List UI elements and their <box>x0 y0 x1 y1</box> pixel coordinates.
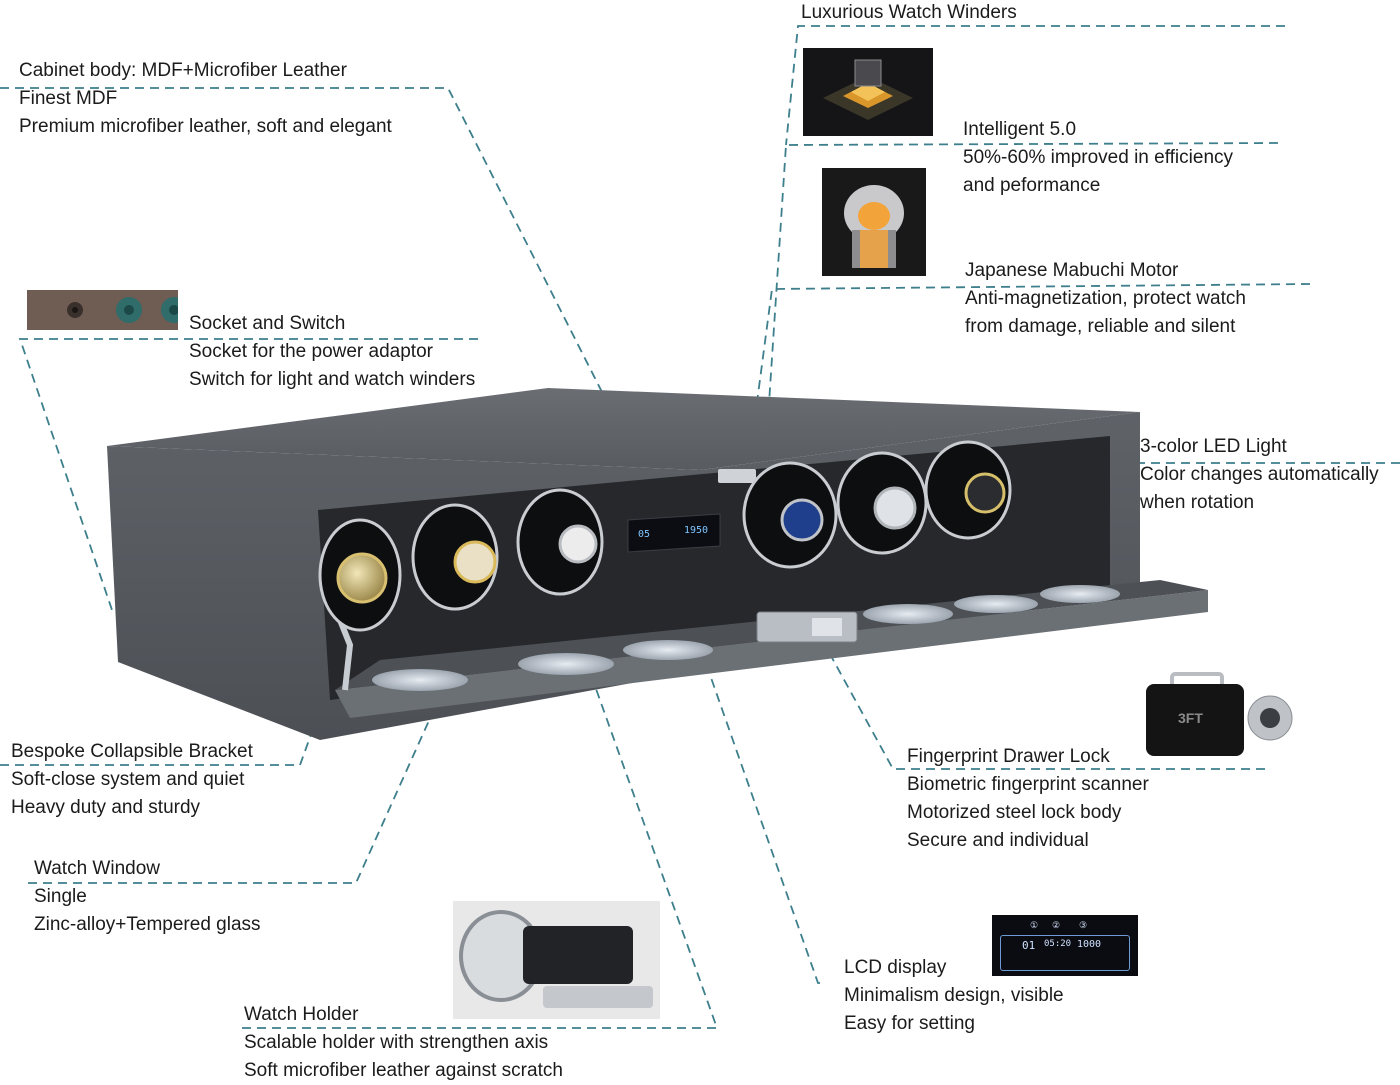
callout-intelligent-line: and peformance <box>963 175 1101 196</box>
callout-window-line: Single <box>34 886 87 907</box>
drawer-lid <box>335 590 1208 718</box>
lcd-value-right: 1000 <box>1077 939 1102 950</box>
motor-thumbnail <box>822 168 926 276</box>
leader-bracket <box>0 639 346 766</box>
callout-lock: Fingerprint Drawer Lock Biometric finger… <box>907 743 1149 855</box>
callout-led-line: when rotation <box>1140 492 1255 513</box>
light-strip <box>718 469 756 483</box>
callout-socket-line: Socket for the power adaptor <box>189 341 433 362</box>
callout-intelligent: Intelligent 5.0 50%-60% improved in effi… <box>963 116 1233 200</box>
chip-thumbnail <box>803 48 933 136</box>
callout-lock-line: Secure and individual <box>907 830 1089 851</box>
callout-motor-line: Anti-magnetization, protect watch <box>965 288 1246 309</box>
callout-winders: Luxurious Watch Winders <box>801 0 1017 27</box>
callout-holder: Watch Holder Scalable holder with streng… <box>244 1001 563 1085</box>
callout-lcd-line: Minimalism design, visible <box>844 985 1064 1006</box>
callout-window-line: Zinc-alloy+Tempered glass <box>34 914 261 935</box>
lcd-value-left: 01 <box>1022 939 1036 952</box>
callout-cabinet-line: Finest MDF <box>19 88 118 109</box>
cabinet-control-panel <box>627 513 721 553</box>
callout-cabinet: Cabinet body: MDF+Microfiber Leather Fin… <box>19 57 392 141</box>
callout-motor: Japanese Mabuchi Motor Anti-magnetizatio… <box>965 257 1246 341</box>
callout-lock-title: Fingerprint Drawer Lock <box>907 746 1110 767</box>
fingerprint-lock-thumbnail: 3FT <box>1140 668 1300 763</box>
leader-cabinet <box>0 87 606 399</box>
callout-led-title: 3-color LED Light <box>1140 436 1287 457</box>
callout-lcd-line: Easy for setting <box>844 1013 975 1034</box>
callout-lock-line: Motorized steel lock body <box>907 802 1122 823</box>
callout-led-line: Color changes automatically <box>1140 464 1379 485</box>
callout-lcd: LCD display Minimalism design, visible E… <box>844 954 1064 1038</box>
winder-units <box>318 440 1012 632</box>
leader-lcd <box>667 554 820 984</box>
callout-lock-line: Biometric fingerprint scanner <box>907 774 1149 795</box>
callout-motor-title: Japanese Mabuchi Motor <box>965 260 1179 281</box>
callout-bracket: Bespoke Collapsible Bracket Soft-close s… <box>11 738 253 822</box>
callout-intelligent-line: 50%-60% improved in efficiency <box>963 147 1234 168</box>
leader-socket <box>18 338 478 611</box>
callout-lcd-title: LCD display <box>844 957 947 978</box>
watch-cups <box>372 585 1120 691</box>
cabinet-top <box>107 388 1140 470</box>
callout-motor-line: from damage, reliable and silent <box>965 316 1236 337</box>
lcd-value-center: 05:20 <box>1044 939 1072 949</box>
leader-lock <box>824 644 1265 770</box>
watch-holder-thumbnail <box>453 901 660 1019</box>
callout-winders-title: Luxurious Watch Winders <box>801 2 1017 23</box>
callout-holder-title: Watch Holder <box>244 1004 359 1025</box>
leader-winders <box>785 25 1285 146</box>
leader-holder <box>242 587 719 1029</box>
callout-led: 3-color LED Light Color changes automati… <box>1140 433 1379 517</box>
callout-holder-line: Soft microfiber leather against scratch <box>244 1060 563 1081</box>
callout-window: Watch Window Single Zinc-alloy+Tempered … <box>34 855 261 939</box>
leader-window <box>28 704 437 884</box>
callout-bracket-line: Soft-close system and quiet <box>11 769 245 790</box>
lcd-marker-2: ② <box>1052 920 1061 930</box>
callout-socket-line: Switch for light and watch winders <box>189 369 476 390</box>
callout-cabinet-title: Cabinet body: MDF+Microfiber Leather <box>19 60 347 81</box>
callout-window-title: Watch Window <box>34 858 160 879</box>
lcd-thumbnail: ① ② ③ 01 05:20 1000 <box>992 915 1138 976</box>
cabinet-screen-right: 1950 <box>684 525 708 536</box>
callout-holder-line: Scalable holder with strengthen axis <box>244 1032 549 1053</box>
lcd-marker-1: ① <box>1030 920 1039 930</box>
callout-bracket-title: Bespoke Collapsible Bracket <box>11 741 253 762</box>
lcd-marker-3: ③ <box>1079 920 1088 930</box>
callout-cabinet-line: Premium microfiber leather, soft and ele… <box>19 116 392 137</box>
callout-socket: Socket and Switch Socket for the power a… <box>189 310 475 394</box>
socket-switch-thumbnail <box>27 290 178 330</box>
callout-intelligent-title: Intelligent 5.0 <box>963 119 1077 140</box>
callout-bracket-line: Heavy duty and sturdy <box>11 797 201 818</box>
lock-brand: 3FT <box>1178 710 1203 726</box>
cabinet-screen-left: 05 <box>638 529 650 540</box>
callout-socket-title: Socket and Switch <box>189 313 346 334</box>
